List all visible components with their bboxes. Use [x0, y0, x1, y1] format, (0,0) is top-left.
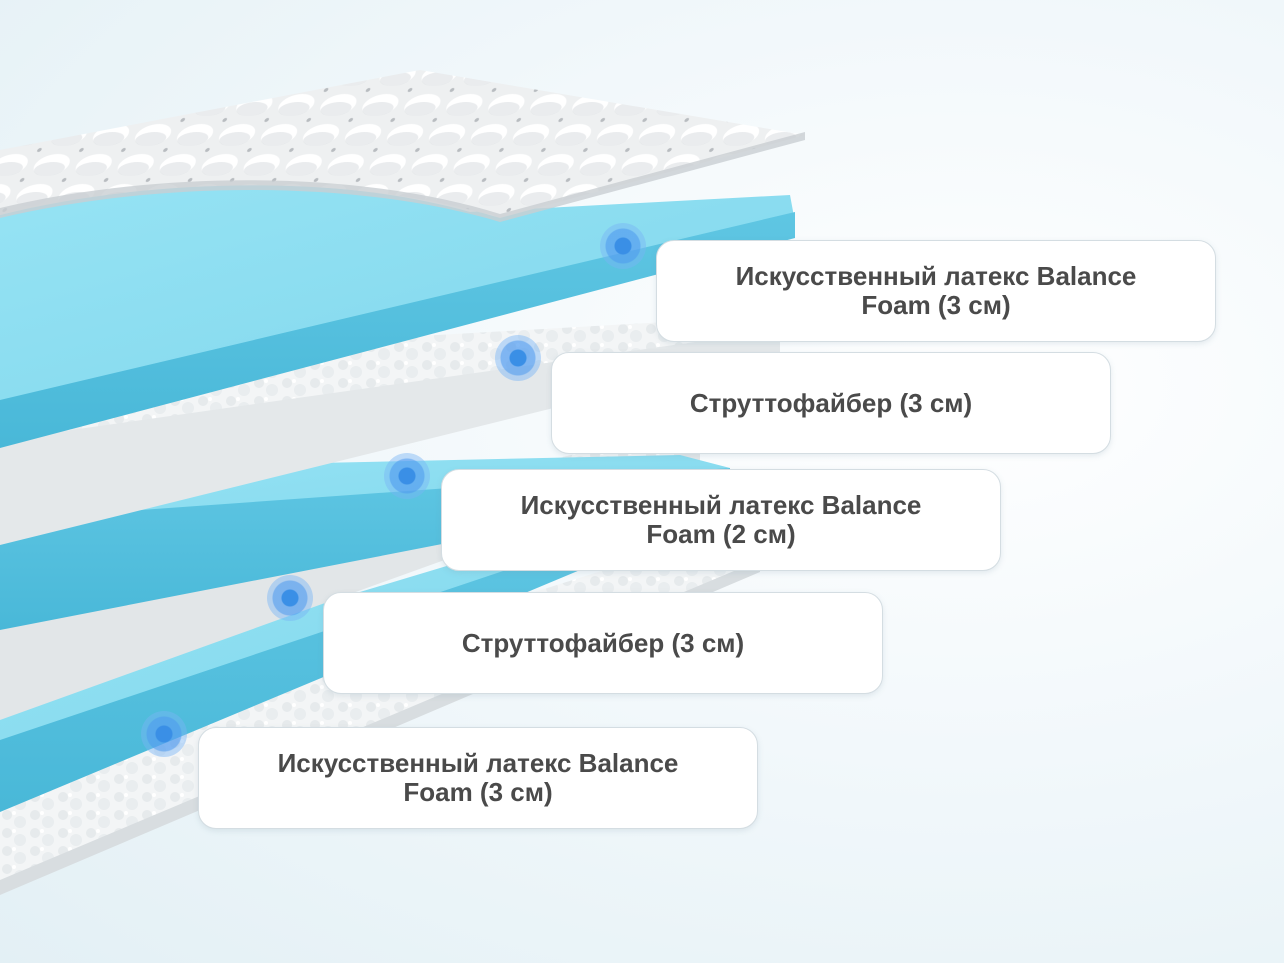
layer-label-1: Искусственный латекс Balance Foam (3 см) — [656, 240, 1216, 342]
layer-label-4-text: Струттофайбер (3 см) — [461, 627, 745, 658]
quilted-cover — [0, 70, 805, 222]
layer-label-5: Искусственный латекс Balance Foam (3 см) — [198, 727, 758, 829]
layer-label-4: Струттофайбер (3 см) — [323, 592, 883, 694]
foam-layer-1 — [0, 184, 795, 448]
layer-marker-1 — [600, 223, 646, 269]
layer-marker-4 — [267, 575, 313, 621]
layer-label-1-text: Искусственный латекс Balance Foam (3 см) — [735, 261, 1137, 320]
layer-label-3-text: Искусственный латекс Balance Foam (2 см) — [520, 490, 922, 549]
layer-marker-3 — [384, 453, 430, 499]
layer-label-5-text: Искусственный латекс Balance Foam (3 см) — [277, 748, 679, 807]
layer-label-2: Струттофайбер (3 см) — [551, 352, 1111, 454]
layer-marker-2 — [495, 335, 541, 381]
layer-label-2-text: Струттофайбер (3 см) — [689, 387, 973, 418]
layer-marker-5 — [141, 711, 187, 757]
layer-label-3: Искусственный латекс Balance Foam (2 см) — [441, 469, 1001, 571]
